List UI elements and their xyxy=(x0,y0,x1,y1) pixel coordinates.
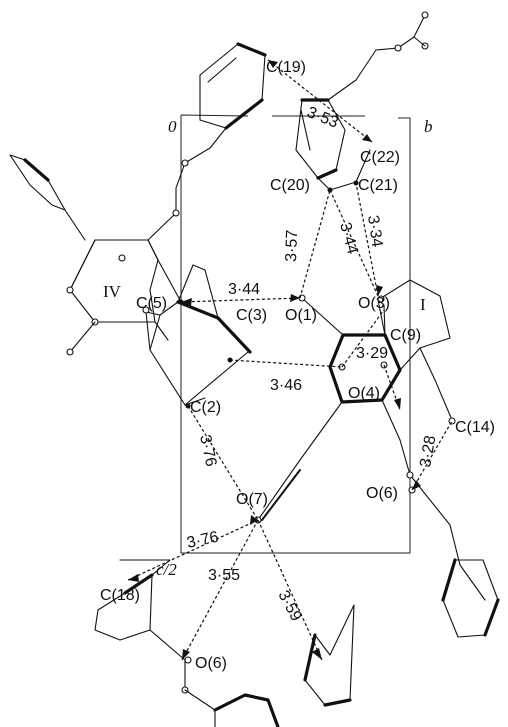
axis-b: b xyxy=(424,117,433,136)
label-c20: C(20) xyxy=(270,177,310,194)
dist-o7-c18: 3·76 xyxy=(185,529,220,552)
label-c22: C(22) xyxy=(360,149,400,166)
dist-o1-c20: 3·57 xyxy=(283,229,301,262)
unit-cell-outline xyxy=(180,114,411,554)
label-c3: C(3) xyxy=(236,307,267,324)
label-o6-right: O(6) xyxy=(366,485,398,502)
label-c18: C(18) xyxy=(100,587,140,604)
contact-lines xyxy=(127,59,453,661)
dist-o7-ring: 3·59 xyxy=(274,588,304,624)
label-o4: O(4) xyxy=(348,385,380,402)
label-o6-bottom: O(6) xyxy=(195,655,227,672)
label-o3: O(3) xyxy=(358,295,390,312)
label-c21: C(21) xyxy=(358,177,398,194)
axis-origin: 0 xyxy=(168,117,177,136)
top-molecule xyxy=(147,11,429,301)
axis-c-half: c/2 xyxy=(156,560,177,579)
molecule-i xyxy=(254,279,500,638)
label-o7: O(7) xyxy=(236,491,268,508)
dist-o4-c9: 3·29 xyxy=(356,345,388,362)
dist-o3-c20: 3·44 xyxy=(336,221,361,256)
dist-c3-o4: 3·46 xyxy=(270,377,302,394)
dist-c5-o1: 3·44 xyxy=(228,281,260,298)
molecule-iv xyxy=(9,154,252,409)
atom-labels: C(19) C(22) C(20) C(21) C(5) C(3) C(2) C… xyxy=(100,59,495,672)
label-o1: O(1) xyxy=(285,307,317,324)
label-c5: C(5) xyxy=(136,295,167,312)
label-c9: C(9) xyxy=(390,327,421,344)
dist-c19-c22: 3·53 xyxy=(305,104,341,132)
dist-o3-c21: 3·34 xyxy=(364,214,385,248)
dist-c14-o6: 3·28 xyxy=(417,434,439,469)
label-c14: C(14) xyxy=(455,419,495,436)
dist-c2-o7: 3·76 xyxy=(196,433,219,468)
label-c2: C(2) xyxy=(190,399,221,416)
bottom-molecules xyxy=(94,559,355,727)
distance-labels: 3·53 3·57 3·44 3·34 3·44 3·46 3·29 3·28 … xyxy=(185,104,439,624)
dist-o7-o6: 3·55 xyxy=(208,567,240,584)
molecule-label-i: I xyxy=(420,295,426,314)
contact-arrowheads xyxy=(128,60,421,660)
molecule-label-iv: IV xyxy=(103,282,122,301)
